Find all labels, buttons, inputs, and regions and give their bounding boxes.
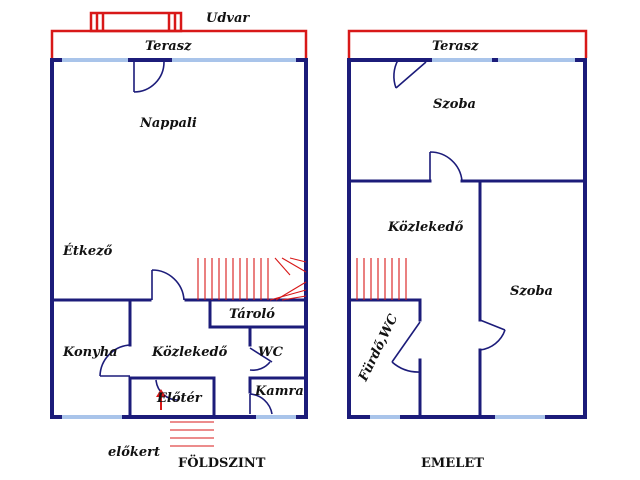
upper-room-door[interactable] [429, 151, 463, 182]
ground-interior-walls [50, 298, 308, 419]
upper-room-label: Szoba [433, 97, 476, 112]
entrance-label: Előtér [156, 391, 203, 406]
ground-terrace-door[interactable] [133, 60, 165, 93]
yard-steps [89, 11, 183, 33]
front-garden-label: előkert [108, 445, 160, 460]
upper-floor-caption: EMELET [421, 456, 484, 471]
ground-terrace-label: Terasz [145, 39, 192, 54]
upper-right-room-label: Szoba [510, 284, 553, 299]
ground-hallway-door[interactable] [151, 269, 185, 301]
bathroom-door[interactable] [391, 321, 421, 373]
kitchen-label: Konyha [62, 345, 118, 360]
bathroom-label: Fürdő,WC [356, 311, 402, 384]
ground-kitchen-door[interactable] [99, 344, 131, 377]
upper-staircase [356, 258, 407, 300]
ground-pantry-door[interactable] [249, 393, 273, 415]
entrance-arrow-icon [156, 389, 166, 410]
pantry-label: Kamra [254, 384, 304, 399]
living-room-label: Nappali [139, 116, 197, 131]
ground-wc-door[interactable] [249, 347, 273, 371]
entrance-steps [170, 421, 214, 447]
wc-label: WC [258, 345, 284, 360]
ground-staircase [197, 257, 307, 301]
ground-terrace-outline [50, 29, 308, 58]
yard-label: Udvar [206, 11, 250, 26]
upper-exterior-walls [347, 58, 587, 419]
upper-right-room-door[interactable] [479, 319, 506, 351]
ground-floor-plan: Udvar Terasz Nappali Étkező Tároló Konyh… [50, 11, 308, 471]
upper-floor-plan: Terasz Szoba Közlekedő Szoba Fürdő,WC EM… [347, 29, 588, 471]
upper-terrace-outline [347, 29, 588, 58]
upper-terrace-door[interactable] [393, 59, 427, 89]
ground-hallway-label: Közlekedő [151, 345, 228, 360]
upper-hallway-label: Közlekedő [387, 220, 464, 235]
upper-terrace-label: Terasz [432, 39, 479, 54]
upper-interior-walls [347, 179, 587, 419]
storage-label: Tároló [229, 307, 275, 322]
ground-floor-caption: FÖLDSZINT [178, 454, 266, 471]
dining-label: Étkező [62, 243, 113, 259]
